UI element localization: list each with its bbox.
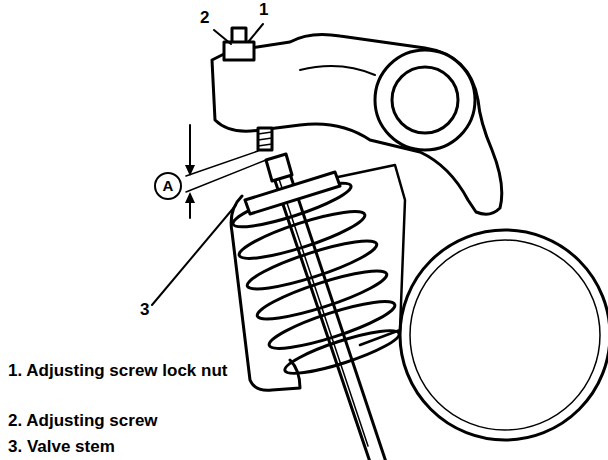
dimension-arrow — [185, 165, 195, 176]
part-key: 3. Valve stem — [8, 436, 240, 457]
extension-line — [186, 160, 266, 192]
spring-retainer — [245, 172, 340, 214]
callout-circle — [155, 173, 181, 199]
leader-line — [249, 24, 263, 41]
dimension-line — [189, 125, 191, 170]
screw-thread — [258, 132, 272, 146]
callout-number: 3 — [140, 300, 149, 320]
dimension-letter: A — [163, 177, 174, 195]
cam-inner-line — [410, 240, 600, 430]
part-key: 1. Adjusting screw lock nut — [8, 360, 240, 381]
rocker-boss — [375, 50, 475, 150]
leader-line — [214, 30, 231, 44]
leader-line — [152, 205, 236, 305]
adjusting-screw-tip — [258, 128, 272, 150]
extension-line — [186, 151, 258, 176]
rocker-arm — [212, 34, 502, 214]
lock-nut — [224, 42, 254, 60]
valve-stem — [284, 156, 386, 460]
part-key: 2. Adjusting screw — [8, 410, 240, 431]
callout-number: 2 — [200, 8, 209, 28]
rocker-shaft-hole — [392, 67, 458, 133]
rocker-rib — [300, 66, 375, 75]
cam-lobe — [400, 230, 608, 440]
callout-number: 1 — [259, 0, 268, 20]
valve-keeper — [266, 154, 292, 181]
dimension-arrow — [185, 192, 195, 203]
